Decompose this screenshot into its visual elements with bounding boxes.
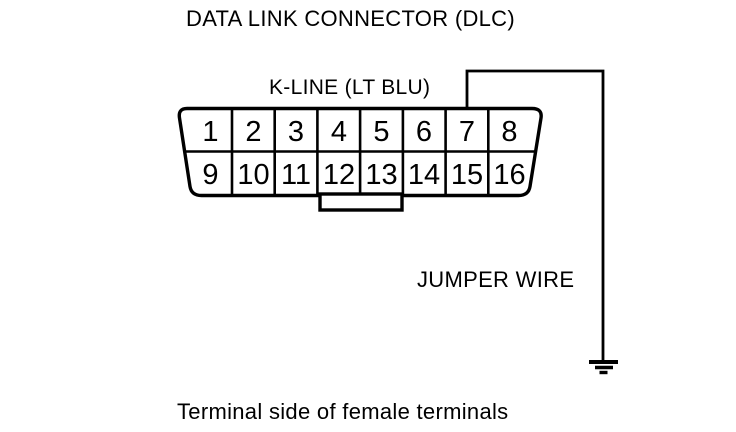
pin-label-14: 14: [408, 159, 440, 191]
pin-label-12: 12: [323, 159, 355, 191]
pin-label-13: 13: [365, 159, 397, 191]
pin-label-8: 8: [501, 116, 517, 148]
pin-label-16: 16: [493, 159, 525, 191]
pin-label-15: 15: [451, 159, 483, 191]
connector-notch: [318, 192, 404, 212]
k-line-label: K-LINE (LT BLU): [269, 76, 431, 99]
diagram-title: DATA LINK CONNECTOR (DLC): [186, 6, 515, 31]
terminal-side-caption: Terminal side of female terminals: [177, 399, 509, 424]
jumper-wire-label: JUMPER WIRE: [417, 267, 575, 292]
jumper-wire-line: [465, 69, 605, 361]
pin-grid: [184, 110, 535, 194]
ground-symbol-icon: [589, 360, 618, 375]
pin-label-3: 3: [288, 116, 304, 148]
pin-label-9: 9: [202, 159, 218, 191]
pin-label-1: 1: [202, 116, 218, 148]
pin-label-10: 10: [237, 159, 269, 191]
pin-label-11: 11: [281, 159, 311, 191]
pin-label-2: 2: [245, 116, 261, 148]
pin-label-5: 5: [373, 116, 389, 148]
pin-label-6: 6: [416, 116, 432, 148]
pin-label-4: 4: [331, 116, 347, 148]
pin-label-7: 7: [459, 116, 475, 148]
